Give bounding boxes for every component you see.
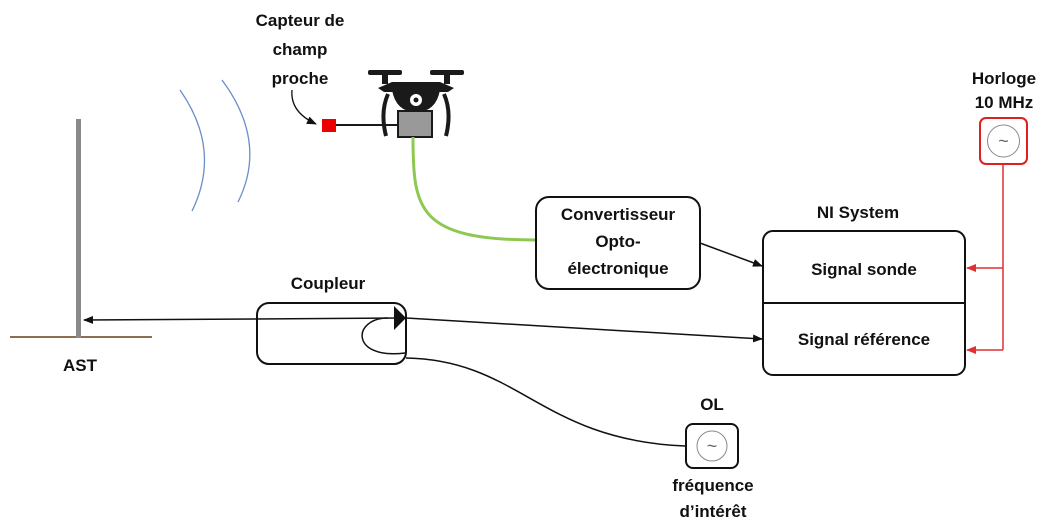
signal-reference-label: Signal référence (798, 330, 930, 349)
ol-label: OL (700, 395, 724, 414)
sensor-label-line3: proche (272, 69, 329, 88)
sensor-label-line2: champ (273, 40, 328, 59)
frequency-label-line1: fréquence (672, 476, 753, 495)
sensor-pointer-arrow (291, 89, 317, 125)
coupler-to-ast-arrow (83, 315, 407, 324)
converter-label-line1: Convertisseur (561, 205, 676, 224)
clock-label-line2: 10 MHz (975, 93, 1034, 112)
coupler-label: Coupleur (291, 274, 366, 293)
antenna-mast-icon (76, 119, 81, 338)
coupler-to-reference-arrow (405, 317, 763, 343)
signal-probe-label: Signal sonde (811, 260, 917, 279)
clock-oscillator-symbol: ~ (998, 131, 1009, 151)
oscillator-icon: ~ (987, 124, 1020, 158)
converter-to-probe-arrow (699, 242, 763, 267)
radio-wave-icon (179, 79, 251, 212)
near-field-sensor (322, 119, 336, 132)
coupler-to-ol-line (405, 357, 686, 447)
clock-label-line1: Horloge (972, 69, 1036, 88)
sensor-label-line1: Capteur de (256, 11, 345, 30)
clock-lines (966, 164, 1004, 354)
ol-oscillator-symbol: ~ (707, 436, 718, 456)
drone-icon (368, 70, 464, 138)
ni-system-label: NI System (817, 203, 899, 222)
optical-fiber (411, 136, 537, 242)
converter-label-line3: électronique (567, 259, 668, 278)
coupler-loop (361, 317, 406, 355)
ast-label: AST (63, 356, 98, 375)
frequency-label-line2: d’intérêt (679, 502, 746, 521)
oscillator-icon: ~ (696, 430, 728, 462)
coupler-box (256, 302, 407, 365)
converter-label-line2: Opto- (595, 232, 640, 251)
